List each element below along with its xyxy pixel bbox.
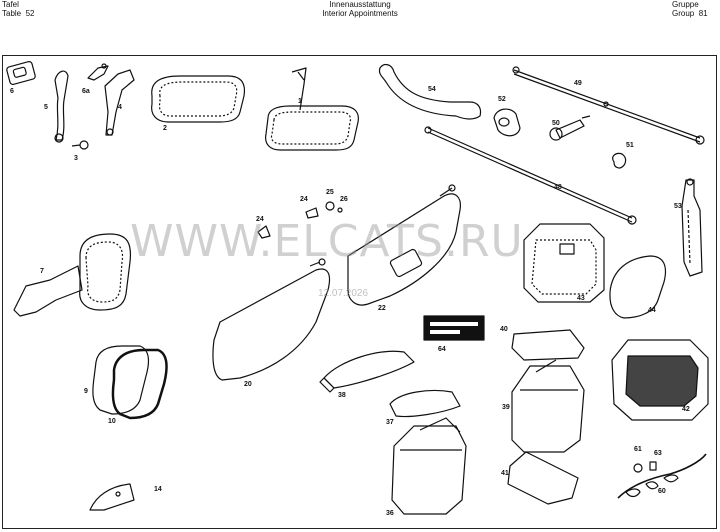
callout-41: 41 — [501, 470, 509, 477]
callout-24: 24 — [256, 216, 264, 223]
group-label-en: Group — [672, 9, 695, 18]
part-7-side-mirror — [13, 233, 132, 317]
part-64-id-plate — [423, 315, 485, 341]
part-37-lid-pad — [389, 389, 461, 418]
part-52-knob — [493, 108, 521, 137]
callout-64: 64 — [438, 346, 446, 353]
callout-51: 51 — [626, 142, 634, 149]
callout-9: 9 — [84, 388, 88, 395]
callout-7: 7 — [40, 268, 44, 275]
callout-6a: 6a — [82, 88, 90, 95]
group-label-de: Gruppe — [672, 0, 699, 9]
part-3-screw — [71, 140, 89, 150]
part-4-arm — [104, 69, 135, 136]
part-53-strap — [681, 178, 703, 277]
callout-36: 36 — [386, 510, 394, 517]
callout-10: 10 — [108, 418, 116, 425]
callout-49: 49 — [574, 80, 582, 87]
callout-22: 22 — [378, 305, 386, 312]
callout-61: 61 — [634, 446, 642, 453]
callout-44: 44 — [648, 307, 656, 314]
part-43-glovebox — [523, 223, 605, 303]
table-label-en: Table — [2, 9, 22, 18]
callout-37: 37 — [386, 419, 394, 426]
callout-1: 1 — [298, 98, 302, 105]
callout-63: 63 — [654, 450, 662, 457]
callout-5: 5 — [44, 104, 48, 111]
callout-40: 40 — [500, 326, 508, 333]
callout-38: 38 — [338, 392, 346, 399]
part-9-mirror-glass — [92, 345, 150, 415]
part-50-bolt — [549, 115, 591, 141]
table-label: Tafel Table 52 — [2, 0, 34, 18]
callout-50: 50 — [552, 120, 560, 127]
part-49-rod — [512, 66, 705, 145]
part-54-grab-handle — [378, 63, 482, 120]
page-title: Innenausstattung Interior Appointments — [0, 0, 720, 18]
part-20-sun-visor-left — [212, 258, 331, 381]
part-22-sun-visor-right — [347, 184, 461, 306]
part-40-cover — [511, 329, 585, 361]
title-de: Innenausstattung — [329, 0, 391, 9]
callout-39: 39 — [502, 404, 510, 411]
part-1-rearview-mirror — [265, 67, 359, 151]
callout-2: 2 — [163, 125, 167, 132]
part-38-pad — [319, 350, 415, 393]
part-60-emblem — [617, 453, 707, 499]
part-36-case — [391, 417, 467, 515]
callout-26: 26 — [340, 196, 348, 203]
table-number: 52 — [25, 9, 35, 18]
part-2-mirror — [151, 75, 246, 123]
group-label: Gruppe Group 81 — [672, 0, 708, 18]
group-number: 81 — [698, 9, 708, 18]
callout-4: 4 — [118, 104, 122, 111]
part-61-63-small-clips — [633, 461, 657, 473]
part-44-lid — [609, 255, 667, 319]
callout-6: 6 — [10, 88, 14, 95]
part-51-ring — [612, 152, 627, 169]
callout-14: 14 — [154, 486, 162, 493]
diagram-frame — [2, 55, 717, 529]
part-41-tray — [507, 451, 579, 505]
callout-54: 54 — [428, 86, 436, 93]
table-label-de: Tafel — [2, 0, 19, 9]
callout-60: 60 — [658, 488, 666, 495]
part-6a-clip — [87, 63, 109, 81]
callout-3: 3 — [74, 155, 78, 162]
part-10-mirror-frame — [111, 348, 168, 420]
title-en: Interior Appointments — [322, 9, 398, 18]
callout-43: 43 — [577, 295, 585, 302]
callout-48: 48 — [554, 184, 562, 191]
part-24-25-26-clips — [257, 201, 343, 239]
part-42-ashtray-box — [611, 339, 709, 421]
part-39-case — [511, 359, 585, 453]
callout-52: 52 — [498, 96, 506, 103]
watermark-text: WWW.ELCATS.RU — [130, 216, 524, 267]
part-14-corner-trim — [89, 483, 135, 511]
part-48-long-rod — [424, 126, 637, 225]
callout-24: 24 — [300, 196, 308, 203]
callout-42: 42 — [682, 406, 690, 413]
callout-25: 25 — [326, 189, 334, 196]
callout-53: 53 — [674, 203, 682, 210]
callout-20: 20 — [244, 381, 252, 388]
part-6-bracket — [6, 61, 36, 85]
watermark-date: 12.07.2026 — [318, 288, 369, 299]
part-5-hook-arm — [54, 70, 69, 143]
